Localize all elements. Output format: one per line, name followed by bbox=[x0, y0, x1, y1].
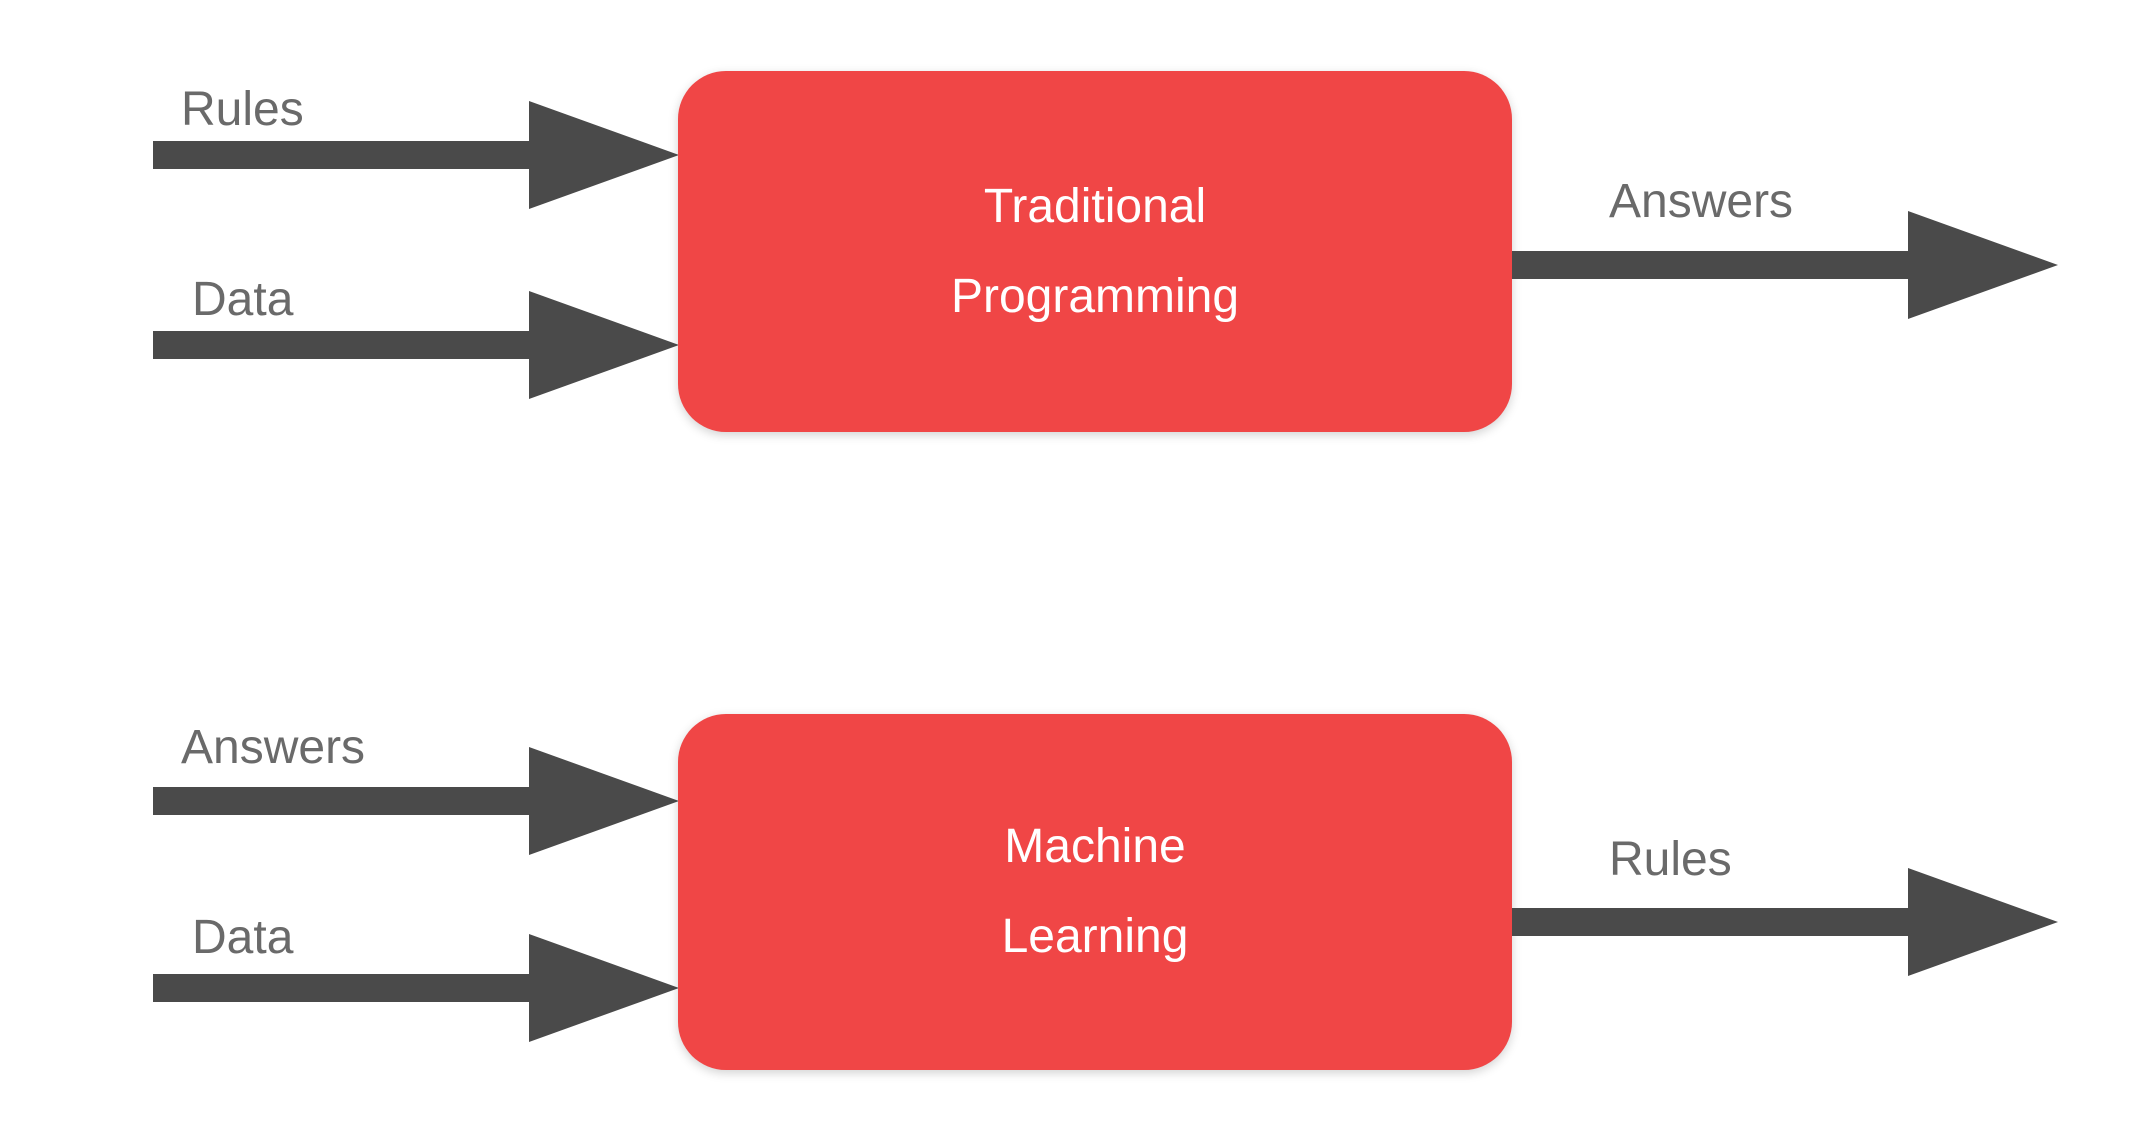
arrow-shaft bbox=[153, 974, 529, 1002]
output-arrow-rules bbox=[1512, 868, 2058, 976]
output-label-answers: Answers bbox=[1609, 175, 1794, 228]
input-arrow-data bbox=[153, 291, 679, 399]
box-title-line1: Traditional bbox=[983, 179, 1207, 233]
arrow-head-icon bbox=[1908, 868, 2058, 976]
arrow-head-icon bbox=[1908, 211, 2058, 319]
input-label-answers: Answers bbox=[181, 721, 366, 774]
input-label-rules: Rules bbox=[181, 83, 304, 136]
arrow-shaft bbox=[1512, 908, 1908, 936]
arrow-head-icon bbox=[529, 101, 679, 209]
arrow-shaft bbox=[1512, 251, 1908, 279]
box-title-line1: Machine bbox=[1004, 820, 1186, 873]
input-label-data: Data bbox=[192, 911, 294, 964]
output-arrow-answers bbox=[1512, 211, 2058, 319]
input-arrow-rules bbox=[153, 101, 679, 209]
input-label-data: Data bbox=[192, 273, 294, 326]
output-label-rules: Rules bbox=[1609, 833, 1732, 886]
input-arrow-data bbox=[153, 934, 679, 1042]
arrow-shaft bbox=[153, 141, 529, 169]
box-title-line2: Programming bbox=[950, 269, 1240, 323]
machine-learning-box: Machine Learning bbox=[678, 714, 1512, 1070]
arrow-shaft bbox=[153, 787, 529, 815]
box-title-line2: Learning bbox=[1001, 910, 1189, 963]
arrow-head-icon bbox=[529, 291, 679, 399]
arrow-shaft bbox=[153, 331, 529, 359]
input-arrow-answers bbox=[153, 747, 679, 855]
traditional-programming-box: Traditional Programming bbox=[678, 71, 1512, 432]
arrow-head-icon bbox=[529, 934, 679, 1042]
arrow-head-icon bbox=[529, 747, 679, 855]
